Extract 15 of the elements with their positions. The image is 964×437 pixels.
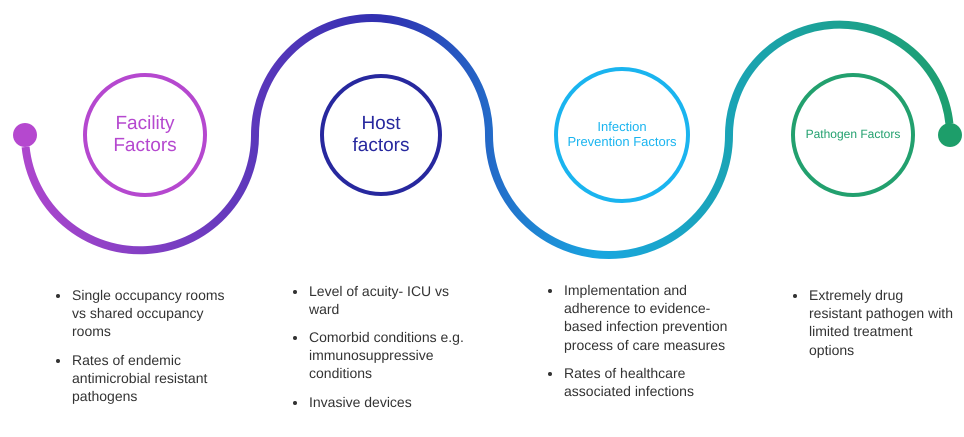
circle-title: Pathogen Factors <box>804 128 902 142</box>
bullet-text: Invasive devices <box>309 394 412 410</box>
end-dot <box>938 123 962 147</box>
circle-title: Facility Factors <box>112 113 178 157</box>
bullet-text: Level of acuity- ICU vs ward <box>309 283 450 318</box>
bullet-text: Comorbid conditions e.g. immunosuppressive conditions <box>309 329 464 382</box>
end-dot <box>13 123 37 147</box>
bullet-text: Rates of healthcare associated infections <box>564 365 694 400</box>
circle-title: Infection Prevention Factors <box>566 120 678 150</box>
wave-line <box>22 14 954 259</box>
bullet-text: Implementation and adherence to evidence-based infection prevention process of care measures <box>564 282 728 353</box>
bullet-text: Extremely drug resistant pathogen with limited treatment options <box>809 287 953 358</box>
bullet-text: Single occupancy rooms vs shared occupancy rooms <box>72 287 225 340</box>
bullet-text: Rates of endemic antimicrobial resistant pathogens <box>72 352 208 404</box>
circle-title: Host factors <box>351 113 411 157</box>
